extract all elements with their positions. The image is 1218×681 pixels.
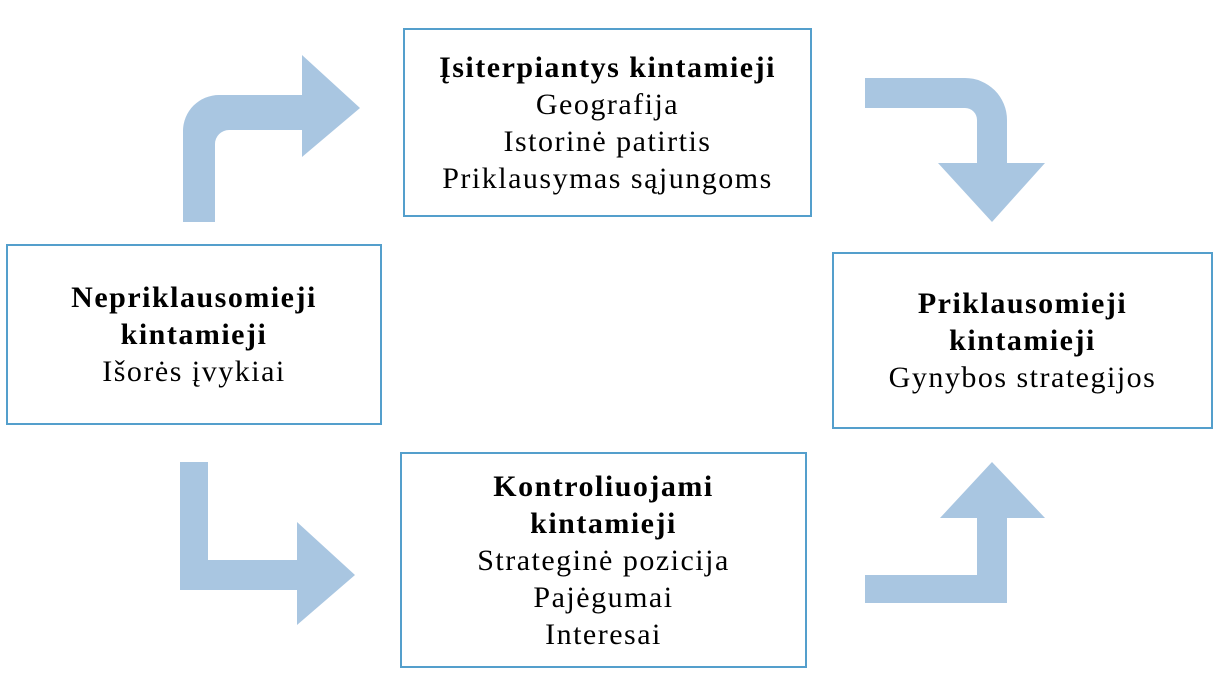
arrow-left-to-bottom-icon (180, 462, 355, 625)
arrow-bottom-to-right-icon (865, 462, 1045, 603)
box-independent-variables: Nepriklausomieji kintamieji Išorės įvyki… (6, 244, 382, 425)
box-intervening-variables: Įsiterpiantys kintamieji Geografija Isto… (403, 28, 812, 217)
arrow-left-to-bottom-shape (180, 462, 355, 625)
box-controlled-items: Strateginė pozicija Pajėgumai Interesai (477, 543, 730, 651)
box-dependent-variables: Priklausomieji kintamieji Gynybos strate… (832, 252, 1213, 429)
box-independent-title: Nepriklausomieji kintamieji (71, 281, 317, 351)
box-intervening-title: Įsiterpiantys kintamieji (439, 50, 776, 84)
arrow-left-to-top-icon (183, 55, 360, 222)
arrow-bottom-to-right-shape (865, 462, 1045, 603)
arrow-top-to-right-shape (865, 78, 1045, 222)
box-controlled-variables: Kontroliuojami kintamieji Strateginė poz… (400, 452, 807, 668)
arrow-top-to-right-icon (865, 78, 1045, 222)
arrow-left-to-top-shape (183, 55, 360, 222)
box-dependent-items: Gynybos strategijos (888, 361, 1157, 394)
box-intervening-items: Geografija Istorinė patirtis Priklausyma… (442, 87, 773, 195)
box-independent-items: Išorės įvykiai (102, 355, 286, 388)
box-dependent-title: Priklausomieji kintamieji (917, 287, 1128, 357)
box-controlled-title: Kontroliuojami kintamieji (493, 469, 714, 540)
